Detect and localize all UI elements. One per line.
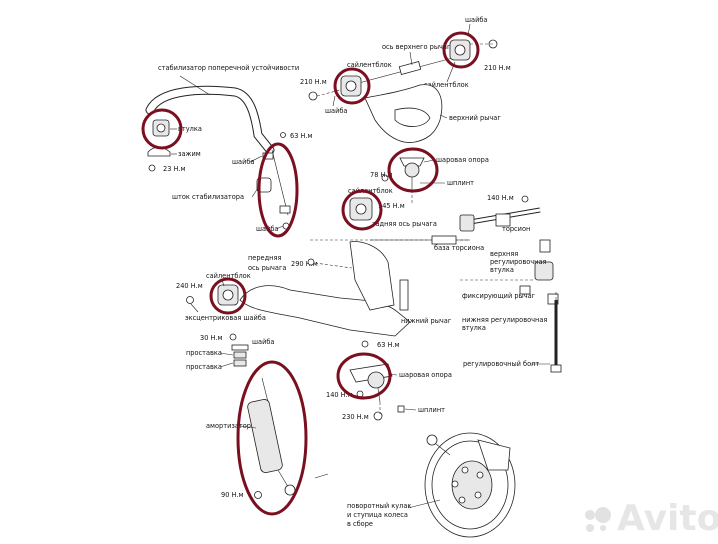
label-upper-adj-bushing-2: регулировочная [490,258,546,266]
label-knuckle-2: и ступица колеса [347,511,408,519]
upper-adjusting-bushing [534,239,554,281]
avito-logo: Avito [585,498,718,539]
knuckle-hub [424,432,516,538]
label-torsion-base: база торсиона [434,244,484,252]
label-spacer-1: проставка [186,349,222,357]
label-torque-145: 145 Н.м [378,202,405,210]
highlight-silentblock-upper [333,67,371,105]
label-ball-joint-lower: шаровая опора [399,371,452,379]
spacer-2 [233,359,247,367]
label-washer-top: шайба [465,16,487,24]
label-front-axis-1: передняя [248,254,281,262]
label-torque-240: 240 Н.м [176,282,203,290]
label-torque-140-top: 140 Н.м [487,194,514,202]
label-knuckle-1: поворотный кулак [347,502,411,510]
label-torque-63-low: 63 Н.м [377,341,400,349]
highlight-silentblock-mid [341,189,383,231]
label-stabilizer-rod: шток стабилизатора [172,193,244,201]
highlight-silentblock-top [442,31,480,69]
label-silentblock-low: сайлентблок [206,272,251,280]
label-torque-63-top: 63 Н.м [290,132,313,140]
torsion-nut [521,195,529,203]
lower-arm-bolt [399,279,409,311]
upper-arm-axis [354,55,461,85]
shock-top-nut [229,333,237,341]
label-upper-adj-bushing-3: втулка [490,266,514,274]
stabilizer-bar [145,75,275,155]
silentblock-upper-right [449,39,471,61]
silentblock-mid [349,197,373,221]
watermark-text: Avito [617,498,718,539]
label-ecc-washer: эксцентриковая шайба [185,314,266,322]
fixing-arm [519,285,531,295]
highlight-bushing [141,108,183,150]
label-torsion: торсион [502,225,530,233]
label-front-axis-2: ось рычага [248,264,286,272]
shock-washer [231,344,249,351]
clamp-bolt [148,164,156,172]
lower-cotter [397,405,405,413]
label-torque-210-right: 210 Н.м [484,64,511,72]
lower-eccentric-nut [186,296,194,304]
label-cotter-upper: шплинт [447,179,474,187]
label-ball-joint-upper: шаровая опора [436,156,489,164]
label-spacer-2: проставка [186,363,222,371]
label-silentblock-mid: сайлентблок [348,187,393,195]
highlight-stab-rod [257,142,299,238]
label-upper-arm: верхний рычаг [449,114,501,122]
highlight-shock [236,360,308,516]
label-lower-adj-bushing-2: втулка [462,324,486,332]
highlight-rings [141,31,480,516]
torsion-bar [459,207,541,232]
label-torque-78: 78 Н.м [370,171,393,179]
upper-axis-nut-left [308,91,318,101]
label-torque-140-low: 140 Н.м [326,391,353,399]
front-axis-nut [307,258,315,266]
lower-ball-joint [349,363,393,403]
upper-arm [364,84,443,143]
label-torque-290: 290 Н.м [291,260,318,268]
label-washer-stab: шайба [232,158,254,166]
label-upper-axis: ось верхнего рычага [382,43,454,51]
shock-absorber [247,377,329,499]
rear-axis-part [431,235,457,245]
upper-ball-joint [399,157,425,190]
spacer-1 [233,351,247,359]
lower-adj-bushing [547,293,559,305]
label-bushing: втулка [178,125,202,133]
label-fix-bushing: фиксирующий рычаг [462,292,536,300]
silentblock-lower [217,284,239,306]
label-clamp: зажим [178,150,201,158]
label-cotter-lower: шплинт [418,406,445,414]
label-washer-upper-left: шайба [325,107,347,115]
upper-ball-nut [381,174,389,182]
label-silentblock-upper: сайлентблок [347,61,392,69]
adjusting-bolt [550,300,562,373]
lower-ball-joint-nut-top [361,340,369,348]
label-adj-bolt: регулировочный болт [463,360,539,368]
label-torque-230: 230 Н.м [342,413,369,421]
stabilizer-bushing [152,119,170,137]
label-rear-axis: задняя ось рычага [372,220,437,228]
lower-castle-nut [373,411,383,421]
label-washer-shock: шайба [252,338,274,346]
label-upper-adj-bushing-1: верхняя [490,250,518,258]
label-stabilizer-bar: стабилизатор поперечной устойчивости [158,64,299,72]
label-lower-arm: нижний рычаг [401,317,452,325]
label-torque-23: 23 Н.м [163,165,186,173]
silentblock-upper-left [340,75,362,97]
lower-arm [239,241,411,337]
label-torque-210-left: 210 Н.м [300,78,327,86]
label-torque-90: 90 Н.м [221,491,244,499]
label-torque-30: 30 Н.м [200,334,223,342]
label-shock: амортизатор [206,422,251,430]
label-silentblock-top: сайлентблок [424,81,469,89]
highlight-ball-lower [336,352,392,400]
highlight-silentblock-low [209,277,247,315]
highlight-ball-upper [387,147,439,193]
label-knuckle-3: в сборе [347,520,373,528]
label-lower-adj-bushing-1: нижняя регулировочная [462,316,547,324]
